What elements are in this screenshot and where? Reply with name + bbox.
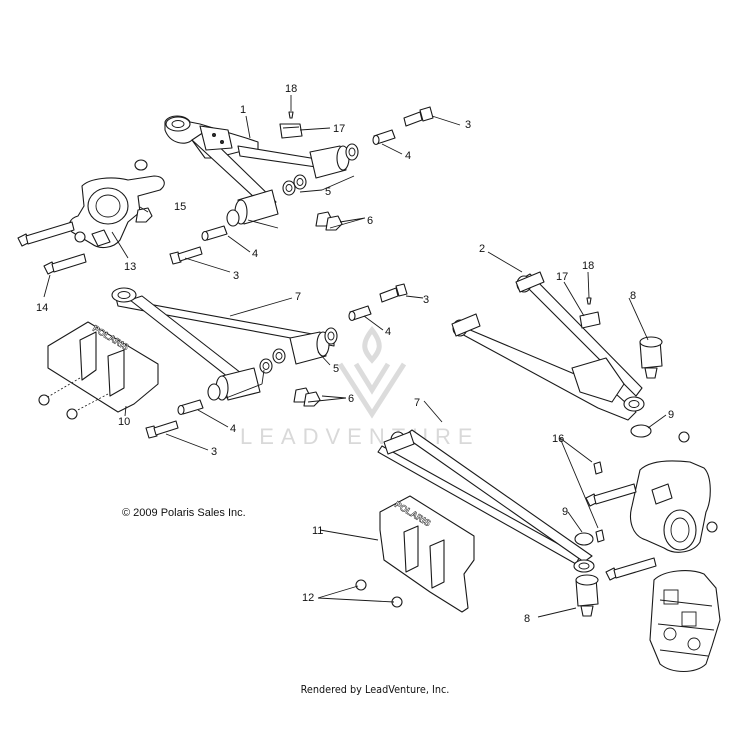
callout-4: 4 xyxy=(405,150,411,162)
grease-screw-right[interactable] xyxy=(586,297,592,305)
lower-a-arm-right[interactable] xyxy=(377,429,595,573)
sleeve-top-left[interactable] xyxy=(201,225,228,242)
bushing-set-top[interactable] xyxy=(226,143,359,227)
callout-10: 10 xyxy=(118,416,130,428)
callout-1: 1 xyxy=(240,104,246,116)
callout-4: 4 xyxy=(252,248,258,260)
skid-guard-left[interactable]: POLARIS xyxy=(45,321,159,413)
leader-lines xyxy=(43,95,667,618)
callout-8: 8 xyxy=(630,290,636,302)
callout-15: 15 xyxy=(174,201,186,213)
sleeve-mid-left[interactable] xyxy=(177,399,204,416)
skid-guard-right[interactable]: POLARIS xyxy=(379,495,475,613)
callout-3: 3 xyxy=(465,119,471,131)
callout-18: 18 xyxy=(285,83,297,95)
bushing-set-left[interactable] xyxy=(207,327,338,401)
knuckle-bolt-right-lower[interactable] xyxy=(605,557,657,581)
bolt-top-left[interactable] xyxy=(169,246,203,265)
steering-knuckle-left[interactable] xyxy=(68,159,165,249)
sleeve-top-right[interactable] xyxy=(372,129,396,146)
callout-labels: 1 2 3 3 3 3 4 4 4 4 5 5 6 6 7 7 8 8 9 9 … xyxy=(36,83,674,625)
guard-bolt-left-a[interactable] xyxy=(38,394,50,406)
callout-6: 6 xyxy=(367,215,373,227)
callout-12: 12 xyxy=(302,592,314,604)
bolt-mid-left[interactable] xyxy=(145,420,179,439)
callout-2: 2 xyxy=(479,243,485,255)
knuckle-nut-15[interactable] xyxy=(135,207,153,223)
callout-7: 7 xyxy=(414,397,420,409)
callout-4: 4 xyxy=(385,326,391,338)
callout-9: 9 xyxy=(562,506,568,518)
sleeve-mid-right[interactable] xyxy=(348,305,372,322)
upper-a-arm-left[interactable] xyxy=(164,115,338,211)
knuckle-bolt-14[interactable] xyxy=(43,253,87,275)
cotter-pin-upper[interactable] xyxy=(593,461,603,475)
render-credit: Rendered by LeadVenture, Inc. xyxy=(300,683,450,696)
callout-18: 18 xyxy=(582,260,594,272)
callout-17: 17 xyxy=(556,271,568,283)
bolt-top-right[interactable] xyxy=(403,106,434,127)
callout-17: 17 xyxy=(333,123,345,135)
copyright-text: © 2009 Polaris Sales Inc. xyxy=(122,507,246,519)
steering-knuckle-right[interactable] xyxy=(629,431,718,553)
nut-pair-mid[interactable] xyxy=(293,387,321,407)
bolt-mid-right[interactable] xyxy=(379,283,408,303)
callout-3: 3 xyxy=(211,446,217,458)
callout-16: 16 xyxy=(552,433,564,445)
callout-11: 11 xyxy=(312,525,323,537)
callout-9: 9 xyxy=(668,409,674,421)
snap-ring-upper[interactable] xyxy=(630,424,652,438)
ball-joint-upper[interactable] xyxy=(639,336,663,379)
lower-a-arm-left[interactable] xyxy=(111,287,335,389)
knuckle-bolt-right-upper[interactable] xyxy=(585,483,637,507)
callout-3: 3 xyxy=(423,294,429,306)
grease-plate-top[interactable] xyxy=(279,123,303,139)
brake-caliper xyxy=(649,570,721,673)
callout-7: 7 xyxy=(295,291,301,303)
callout-5: 5 xyxy=(333,363,339,375)
callout-8: 8 xyxy=(524,613,530,625)
grease-screw-top[interactable] xyxy=(288,111,294,119)
watermark-logo xyxy=(337,325,407,419)
nut-pair-top[interactable] xyxy=(315,211,343,231)
upper-a-arm-right[interactable] xyxy=(451,271,645,421)
guard-bolt-right-a[interactable] xyxy=(355,579,367,591)
cotter-pin-lower[interactable] xyxy=(595,529,605,543)
callout-13: 13 xyxy=(124,261,136,273)
snap-ring-lower[interactable] xyxy=(574,532,594,546)
callout-4: 4 xyxy=(230,423,236,435)
callout-6: 6 xyxy=(348,393,354,405)
guard-bolt-left-b[interactable] xyxy=(66,408,78,420)
callout-5: 5 xyxy=(325,186,331,198)
grease-plate-right[interactable] xyxy=(579,311,601,329)
callout-14: 14 xyxy=(36,302,48,314)
callout-3: 3 xyxy=(233,270,239,282)
knuckle-bolt-13[interactable] xyxy=(17,221,75,247)
ball-joint-lower[interactable] xyxy=(575,574,599,617)
